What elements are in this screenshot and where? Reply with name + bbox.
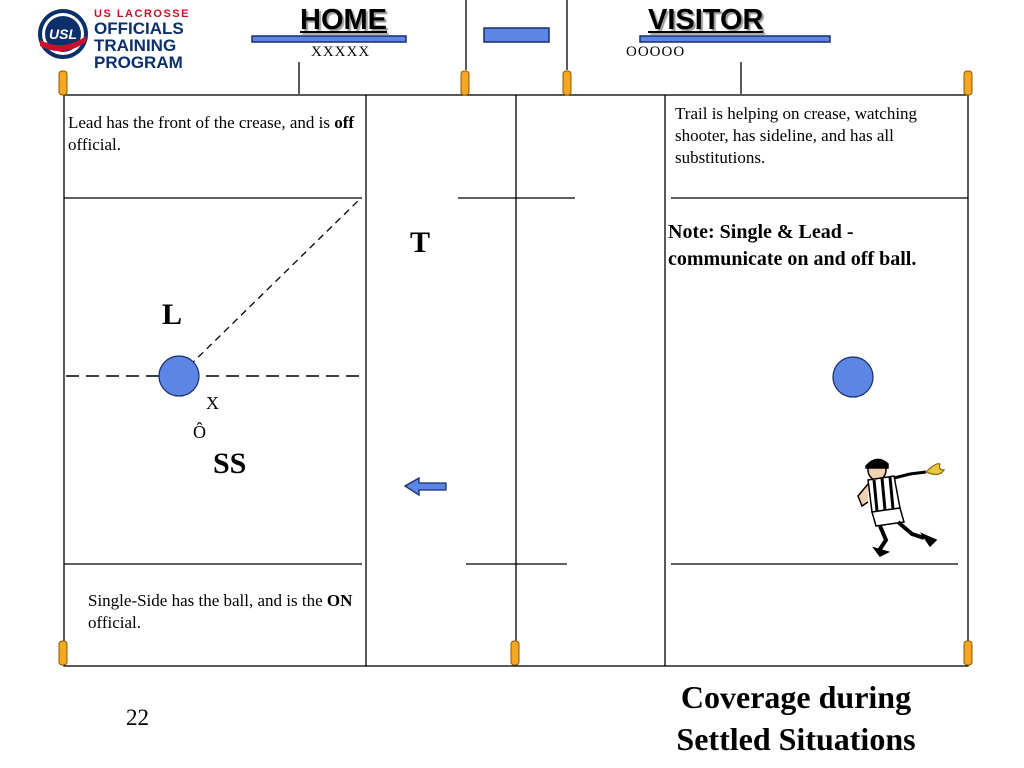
lead-note: Lead has the front of the crease, and is… [68, 112, 358, 156]
trail-note: Trail is helping on crease, watching sho… [675, 104, 918, 167]
slide-title: Coverage during Settled Situations [640, 676, 952, 760]
trail-official [832, 356, 874, 398]
flag-cone-icon [963, 640, 973, 666]
logo-line-1: OFFICIALS [94, 19, 184, 38]
page-number: 22 [126, 705, 149, 730]
single-side-note-text: Single-Side has the ball, and is the [88, 591, 327, 610]
visitor-sub-label: OOOOO [626, 44, 686, 60]
home-sub-label: XXXXX [311, 44, 371, 60]
flag-cone-icon [58, 640, 68, 666]
home-label: HOME [300, 4, 387, 36]
lead-official [158, 355, 200, 397]
usl-logo: USL US LACROSSE OFFICIALS TRAINING PROGR… [36, 4, 206, 74]
home-bench-bar [251, 35, 407, 43]
lead-note-text: Lead has the front of the crease, and is [68, 113, 335, 132]
lead-marker: L [162, 298, 183, 331]
scorer-table [483, 27, 550, 43]
logo-line-2: TRAINING [94, 36, 177, 55]
lead-note-emphasis: off [334, 113, 355, 132]
flag-cone-icon [58, 70, 68, 96]
single-side-note-emphasis: ON [326, 591, 353, 610]
slide-title-line-1: Coverage during [680, 679, 912, 715]
flag-cone-icon [562, 70, 572, 96]
single-side-note: Single-Side has the ball, and is the ON … [88, 590, 358, 634]
referee-icon [857, 458, 946, 557]
arrow-left-icon [403, 476, 447, 497]
lead-note-suffix: official. [68, 135, 122, 154]
single-side-marker: SS [213, 447, 247, 480]
logo-line-3: PROGRAM [94, 53, 183, 72]
usl-shield-icon: USL [38, 9, 88, 59]
flag-cone-icon [510, 640, 520, 666]
visitor-label: VISITOR [648, 4, 764, 36]
flag-cone-icon [460, 70, 470, 96]
defender-o-marker: Ô [193, 422, 206, 442]
trail-marker: T [410, 226, 431, 259]
logo-tagline: US LACROSSE [94, 8, 190, 20]
visitor-bench-bar [639, 35, 831, 43]
single-lead-note: Note: Single & Lead - communicate on and… [668, 221, 917, 270]
logo-monogram: USL [49, 26, 77, 42]
attacker-x-marker: X [206, 393, 219, 413]
flag-cone-icon [963, 70, 973, 96]
flag-cones [58, 70, 973, 666]
lead-sightline [180, 197, 362, 375]
single-side-note-suffix: official. [88, 613, 142, 632]
slide-title-line-2: Settled Situations [676, 721, 916, 757]
